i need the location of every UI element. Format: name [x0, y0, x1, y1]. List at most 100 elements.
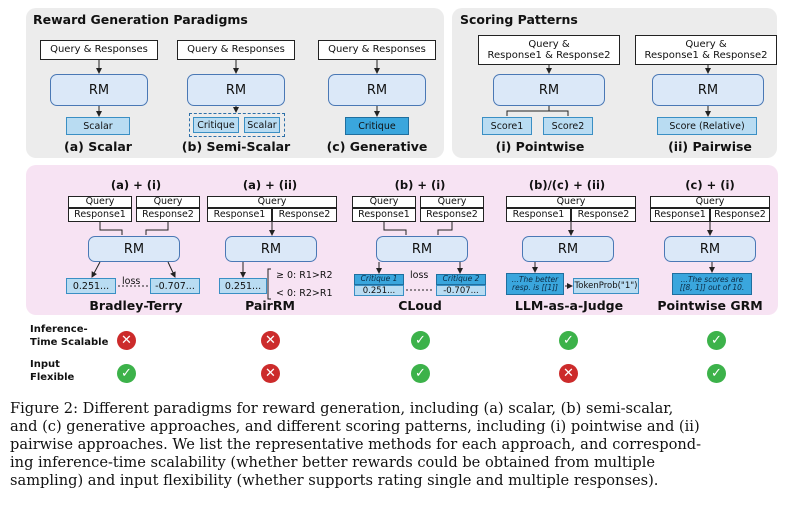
bt-loss-label: loss	[122, 276, 141, 287]
cloud-score2: -0.707...	[436, 285, 486, 296]
bt-query-2: Query	[136, 196, 200, 208]
cloud-score1: 0.251...	[354, 285, 404, 296]
caption-line-3: pairwise approaches. We list the represe…	[10, 436, 702, 453]
bt-query-1: Query	[68, 196, 132, 208]
check-icon: ✓	[707, 364, 726, 383]
pairrm-response1: Response1	[207, 208, 272, 222]
scoring-patterns-title: Scoring Patterns	[460, 12, 578, 27]
cross-icon: ✕	[261, 364, 280, 383]
caption-line-4: ing inference-time scalability (whether …	[10, 454, 656, 471]
pairrm-score: 0.251...	[219, 278, 267, 294]
judge-response1: Response1	[506, 208, 571, 222]
grm-rm-box: RM	[664, 236, 756, 262]
judge-response2: Response2	[571, 208, 636, 222]
grm-critique-text: ...The scores are [[8, 1]] out of 10.	[679, 274, 745, 292]
cloud-rm-box: RM	[376, 236, 468, 262]
figure-caption: Figure 2: Different paradigms for reward…	[10, 400, 790, 490]
judge-header: (b)/(c) + (ii)	[528, 178, 606, 192]
pointwise-input-line1: Query &	[528, 38, 570, 50]
caption-ii-pairwise: (ii) Pairwise	[668, 139, 752, 154]
cloud-query-2: Query	[420, 196, 484, 208]
pointwise-score2: Score2	[543, 117, 593, 135]
generative-input-box: Query & Responses	[318, 40, 436, 60]
semi-critique-output: Critique	[193, 117, 239, 133]
row1-label-line1: Inference-	[30, 324, 88, 335]
row-label-input-flexible: Input Flexible	[30, 359, 74, 384]
cloud-response1: Response1	[352, 208, 416, 222]
scalar-rm-box: RM	[50, 74, 148, 106]
pointwise-rm-box: RM	[493, 74, 605, 106]
semi-input-box: Query & Responses	[177, 40, 295, 60]
bt-score2: -0.707...	[150, 278, 200, 294]
grm-header: (c) + (i)	[685, 178, 735, 192]
judge-critique-text: ...The better resp. is [[1]]	[511, 274, 559, 292]
semi-scalar-output: Scalar	[244, 117, 280, 133]
judge-tokenprob: TokenProb("1")	[573, 278, 639, 294]
semi-output-group	[189, 113, 285, 137]
row2-label-line2: Flexible	[30, 371, 75, 383]
pairwise-score-relative: Score (Relative)	[657, 117, 757, 135]
check-icon: ✓	[411, 364, 430, 383]
cloud-header: (b) + (i)	[394, 178, 446, 192]
pairrm-method-name: PairRM	[245, 298, 295, 313]
cloud-loss-label: loss	[410, 270, 429, 281]
bt-score1: 0.251...	[66, 278, 116, 294]
cloud-critique2: Critique 2	[436, 274, 486, 285]
cloud-query-1: Query	[352, 196, 416, 208]
pairrm-rule-lt: < 0: R2>R1	[276, 288, 333, 299]
caption-i-pointwise: (i) Pointwise	[495, 139, 585, 154]
cross-icon: ✕	[117, 331, 136, 350]
cloud-critique1: Critique 1	[354, 274, 404, 285]
check-icon: ✓	[117, 364, 136, 383]
grm-response2: Response2	[710, 208, 770, 222]
bt-rm-box: RM	[88, 236, 180, 262]
pairwise-rm-box: RM	[652, 74, 764, 106]
pairrm-response2: Response2	[272, 208, 337, 222]
pairrm-rule-ge: ≥ 0: R1>R2	[276, 270, 333, 281]
grm-query: Query	[650, 196, 770, 208]
cloud-method-name: CLoud	[398, 298, 442, 313]
row1-label-line2: Time Scalable	[30, 336, 109, 348]
pairwise-input-line1: Query &	[685, 38, 727, 50]
pairrm-rm-box: RM	[225, 236, 317, 262]
pairwise-input-box: Query & Response1 & Response2	[635, 35, 777, 65]
cross-icon: ✕	[261, 331, 280, 350]
pairrm-header: (a) + (ii)	[242, 178, 298, 192]
check-icon: ✓	[707, 331, 726, 350]
judge-rm-box: RM	[522, 236, 614, 262]
cloud-critique2-text: Critique 2	[442, 274, 480, 284]
judge-critique-output: ...The better resp. is [[1]]	[506, 273, 564, 295]
bt-response2: Response2	[136, 208, 200, 222]
cloud-response2: Response2	[420, 208, 484, 222]
cloud-critique1-text: Critique 1	[360, 274, 398, 284]
pointwise-input-line2: Response1 & Response2	[487, 50, 611, 61]
check-icon: ✓	[559, 331, 578, 350]
scalar-input-box: Query & Responses	[40, 40, 158, 60]
caption-line-5: sampling) and input flexibility (whether…	[10, 472, 659, 489]
generative-critique-output: Critique	[345, 117, 409, 135]
judge-query: Query	[506, 196, 636, 208]
scalar-output: Scalar	[66, 117, 130, 135]
check-icon: ✓	[411, 331, 430, 350]
bt-response1: Response1	[68, 208, 132, 222]
row2-label-line1: Input	[30, 359, 60, 370]
pairrm-query: Query	[207, 196, 337, 208]
generative-rm-box: RM	[328, 74, 426, 106]
bt-method-name: Bradley-Terry	[89, 298, 183, 313]
grm-method-name: Pointwise GRM	[657, 298, 763, 313]
pairwise-input-line2: Response1 & Response2	[644, 50, 768, 61]
reward-generation-title: Reward Generation Paradigms	[33, 12, 248, 27]
pointwise-input-box: Query & Response1 & Response2	[478, 35, 620, 65]
pointwise-score1: Score1	[482, 117, 532, 135]
judge-method-name: LLM-as-a-Judge	[514, 298, 624, 313]
cross-icon: ✕	[559, 364, 578, 383]
semi-rm-box: RM	[187, 74, 285, 106]
row-label-inference-time-scalable: Inference- Time Scalable	[30, 324, 108, 349]
caption-a-scalar: (a) Scalar	[64, 139, 132, 154]
grm-critique-output: ...The scores are [[8, 1]] out of 10.	[672, 273, 752, 295]
caption-c-generative: (c) Generative	[326, 139, 428, 154]
caption-b-semi-scalar: (b) Semi-Scalar	[181, 139, 291, 154]
bt-header: (a) + (i)	[110, 178, 162, 192]
caption-line-2: and (c) generative approaches, and diffe…	[10, 418, 700, 435]
